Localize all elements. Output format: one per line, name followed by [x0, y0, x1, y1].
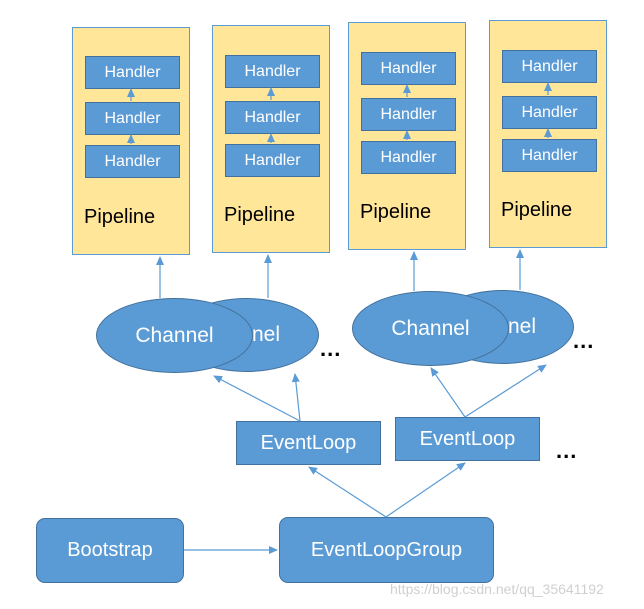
handler-box: Handler	[225, 144, 320, 177]
channel-label: Channel	[135, 323, 214, 347]
handler-box: Handler	[361, 98, 456, 131]
pipeline-box-1: Handler Handler Handler Pipeline	[72, 27, 190, 255]
watermark: https://blog.csdn.net/qq_35641192	[390, 581, 604, 597]
pipeline-label: Pipeline	[501, 199, 573, 221]
pipeline-label: Pipeline	[360, 201, 432, 223]
handler-box: Handler	[85, 56, 180, 89]
pipeline-box-4: Handler Handler Handler Pipeline	[489, 20, 607, 248]
handler-box: Handler	[225, 55, 320, 88]
channel-label: Channel	[391, 316, 470, 340]
eventloop-box-2: EventLoop	[395, 417, 540, 461]
eventloop-channel-arrow	[291, 373, 301, 422]
pipeline-box-2: Handler Handler Handler Pipeline	[212, 25, 330, 253]
group-eventloop-arrow	[385, 462, 466, 518]
handler-box: Handler	[502, 96, 597, 129]
eventloop-box-1: EventLoop	[236, 421, 381, 465]
channel-more-ellipsis: ...	[573, 328, 595, 353]
channel-ellipse-front: Channel	[352, 291, 509, 366]
pipeline-label: Pipeline	[224, 204, 296, 226]
eventloop-channel-arrow	[213, 375, 301, 422]
handler-box: Handler	[85, 145, 180, 178]
handler-box: Handler	[361, 141, 456, 174]
channel-more-ellipsis: ...	[320, 336, 342, 361]
eventloop-channel-arrow	[430, 367, 466, 418]
pipeline-label: Pipeline	[84, 206, 156, 228]
channel-ellipse-front: Channel	[96, 298, 253, 373]
eventloopgroup-box: EventLoopGroup	[279, 517, 494, 583]
handler-box: Handler	[502, 50, 597, 83]
eventloop-channel-arrow	[464, 364, 547, 418]
group-eventloop-arrow	[308, 466, 387, 518]
handler-box: Handler	[85, 102, 180, 135]
channel-back-label: nel	[507, 315, 536, 338]
handler-box: Handler	[225, 101, 320, 134]
handler-box: Handler	[502, 139, 597, 172]
channel-back-label: nel	[251, 323, 280, 346]
eventloop-more-ellipsis: ...	[556, 438, 578, 463]
bootstrap-box: Bootstrap	[36, 518, 184, 583]
